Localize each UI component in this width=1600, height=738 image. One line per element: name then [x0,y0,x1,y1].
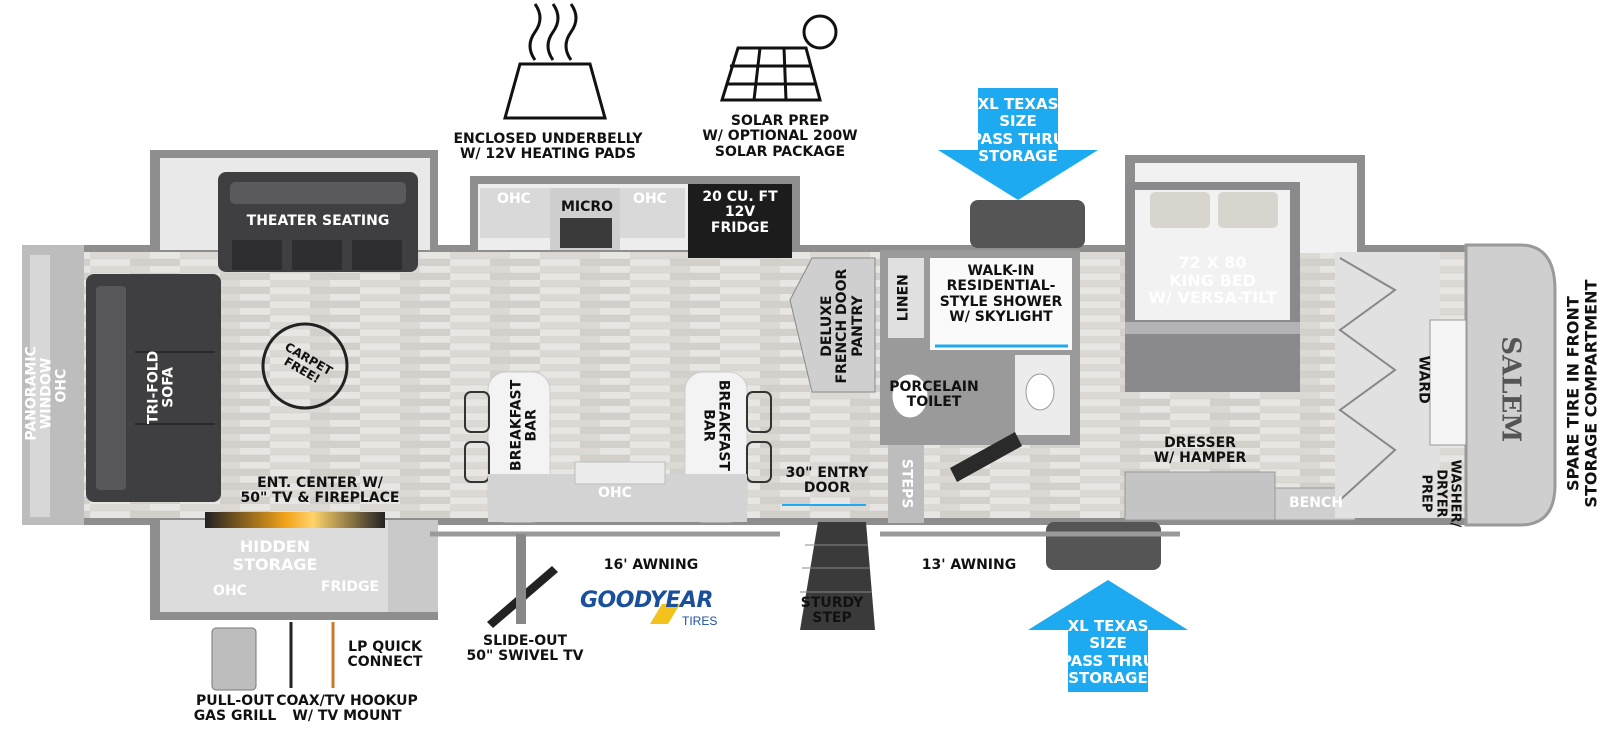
label-lp-connect: LP QUICK CONNECT [347,639,423,671]
label-ohc-island: OHC [598,485,632,501]
storage-door-bottom [1046,522,1161,570]
goodyear-logo: GOODYEAR [580,588,713,613]
label-linen: LINEN [895,274,912,322]
label-ohc-slide: OHC [213,583,247,599]
label-swivel-tv: SLIDE-OUT 50" SWIVEL TV [466,633,584,665]
entry-steps [782,504,875,630]
goodyear-tires-text: TIRES [682,614,718,628]
bathroom [880,250,1080,523]
label-theater-seating: THEATER SEATING [246,213,390,229]
solar-panel-icon [719,14,838,102]
label-gas-grill: PULL-OUT GAS GRILL [193,693,277,725]
label-ohc-kitchen-right: OHC [633,191,667,207]
breakfast-bars [464,371,772,523]
label-toilet: PORCELAIN TOILET [889,379,979,411]
storage-label-bottom: XL TEXAS SIZE PASS THRU STORAGE [1061,617,1155,687]
feature-underbelly: ENCLOSED UNDERBELLY W/ 12V HEATING PADS [453,131,643,163]
label-fridge: 20 CU. FT 12V FRIDGE [702,189,778,236]
storage-arrow-bottom [1028,580,1188,692]
dresser [1124,471,1276,521]
label-breakfast-bar-right: BREAKFAST BAR [700,379,732,471]
wardrobe [1335,252,1467,518]
label-dresser: DRESSER W/ HAMPER [1153,435,1247,467]
label-awning-13: 13' AWNING [921,557,1017,573]
carpet-free-badge [261,322,349,410]
label-ward: WARD [1415,355,1432,404]
king-bed [1125,182,1300,392]
tri-fold-sofa [86,274,221,502]
grill-icon [211,627,257,691]
pantry [789,257,876,393]
kitchen-slide [480,184,792,258]
label-fridge-small: FRIDGE [320,579,380,595]
label-shower: WALK-IN RESIDENTIAL- STYLE SHOWER W/ SKY… [939,263,1063,326]
label-hidden-storage: HIDDEN STORAGE [232,537,318,574]
label-awning-16: 16' AWNING [603,557,699,573]
label-micro: MICRO [560,199,614,215]
label-washer-dryer: WASHER/ DRYER PREP [1418,459,1463,528]
panoramic-window [30,255,50,517]
label-entry-door: 30" ENTRY DOOR [785,465,869,497]
brand-salem-logo: SALEM [1495,336,1526,443]
storage-door-top [970,200,1085,248]
label-spare-tire: SPARE TIRE IN FRONT STORAGE COMPARTMENT [1563,279,1600,508]
label-tri-fold-sofa: TRI-FOLD SOFA [145,350,177,425]
theater-seating [218,172,418,272]
fireplace [205,512,385,528]
feature-solar: SOLAR PREP W/ OPTIONAL 200W SOLAR PACKAG… [702,113,858,160]
label-ohc-kitchen-left: OHC [497,191,531,207]
goodyear-wingfoot-icon [650,604,680,624]
label-pantry: DELUXE FRENCH DOOR PANTRY [818,268,866,384]
label-king-bed: 72 X 80 KING BED W/ VERSA-TILT [1148,253,1277,308]
storage-arrow-top [938,88,1098,200]
label-ohc-front: OHC [53,368,70,403]
heating-pad-icon [503,3,607,120]
label-coax: COAX/TV HOOKUP W/ TV MOUNT [276,693,418,725]
label-steps: STEPS [898,458,915,509]
label-sturdy-step: STURDY STEP [800,595,864,627]
label-panoramic-window: PANORAMIC WINDOW [23,346,55,441]
label-breakfast-bar-left: BREAKFAST BAR [508,379,540,471]
label-ent-center: ENT. CENTER W/ 50" TV & FIREPLACE [240,475,400,507]
storage-label-top: XL TEXAS SIZE PASS THRU STORAGE [971,95,1065,165]
label-bench: BENCH [1289,495,1343,511]
